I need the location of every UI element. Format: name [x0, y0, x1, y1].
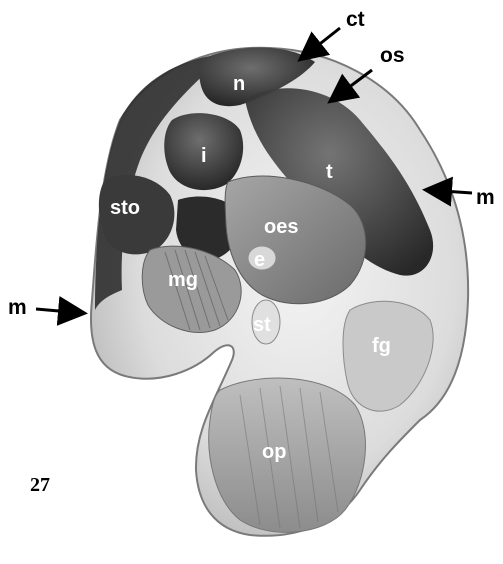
label-i: i — [201, 145, 207, 167]
op-structure — [209, 378, 366, 532]
arrow-ct — [302, 28, 340, 58]
arrow-m-left — [36, 309, 82, 313]
label-oes: oes — [264, 216, 298, 238]
label-m-right: m — [476, 186, 495, 209]
label-n: n — [233, 73, 245, 95]
label-m-left: m — [8, 296, 27, 319]
label-sto: sto — [110, 197, 140, 219]
label-e: e — [254, 249, 265, 271]
label-st: st — [253, 314, 271, 336]
label-ct: ct — [346, 8, 365, 31]
label-fg: fg — [372, 335, 391, 357]
label-mg: mg — [168, 269, 198, 291]
figure-number: 27 — [30, 474, 50, 497]
label-os: os — [380, 44, 405, 67]
label-op: op — [262, 441, 286, 463]
label-t: t — [326, 161, 333, 183]
